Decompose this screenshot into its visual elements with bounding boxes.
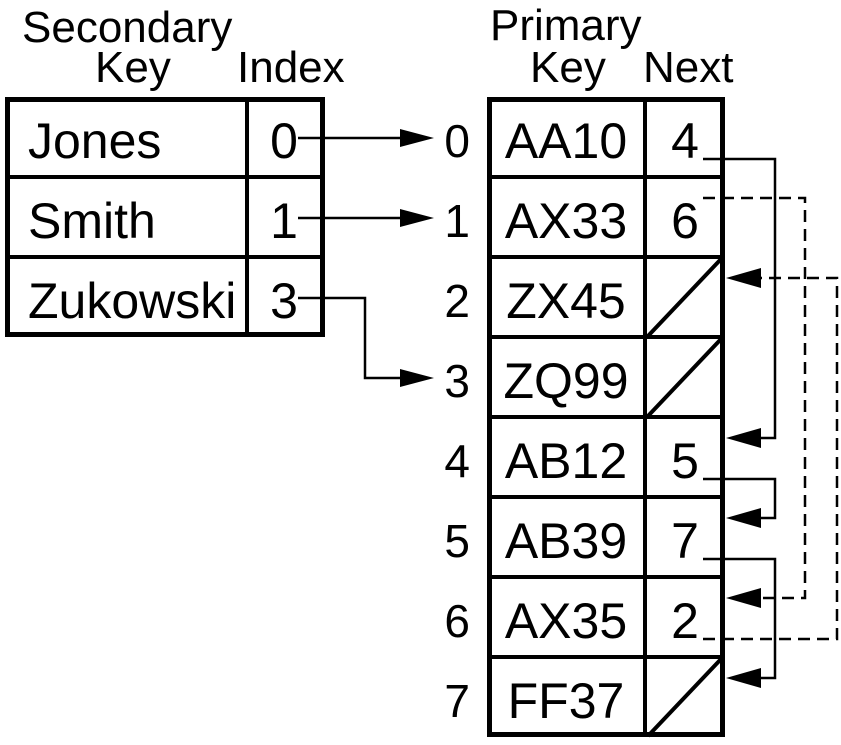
next-pointer-line	[703, 477, 777, 520]
primary-key-cell: ZX45	[506, 273, 626, 329]
row-label: 7	[444, 675, 470, 727]
next-cell: 6	[671, 193, 699, 249]
index-cell: 0	[270, 113, 298, 169]
arrowhead	[400, 129, 434, 147]
next-pointer-line	[703, 196, 807, 600]
row-label: 0	[444, 115, 470, 167]
arrowhead	[726, 508, 761, 528]
primary-table-border	[487, 97, 725, 737]
next-pointer-line	[703, 276, 839, 641]
primary-key-cell: AX35	[505, 593, 627, 649]
next-cell: 2	[671, 593, 699, 649]
primary-key-cell: AA10	[505, 113, 627, 169]
row-label: 3	[444, 355, 470, 407]
index-cell: 3	[270, 273, 298, 329]
primary-key-column-header: Key	[530, 43, 606, 92]
primary-next-column-header: Next	[643, 43, 733, 92]
next-pointer-line	[703, 157, 777, 440]
next-pointer-line	[703, 557, 777, 680]
secondary-key-cell: Jones	[28, 113, 161, 169]
primary-key-cell: AX33	[505, 193, 627, 249]
arrowhead	[726, 428, 761, 448]
index-pointer-line	[298, 296, 400, 380]
secondary-index-column-header: Index	[237, 43, 345, 92]
arrowhead	[726, 668, 761, 688]
secondary-key-column-header: Key	[95, 43, 171, 92]
null-pointer-slash	[646, 256, 724, 338]
row-label: 1	[444, 195, 470, 247]
primary-key-cell: AB12	[505, 433, 627, 489]
arrowhead	[400, 369, 434, 387]
row-label: 6	[444, 595, 470, 647]
primary-table-title: Primary	[490, 1, 642, 50]
arrowhead	[726, 588, 761, 608]
row-label: 5	[444, 515, 470, 567]
secondary-key-cell: Zukowski	[28, 273, 236, 329]
primary-key-cell: FF37	[508, 673, 625, 729]
pointer-arrows-layer	[298, 129, 839, 688]
row-label: 2	[444, 275, 470, 327]
index-cell: 1	[270, 193, 298, 249]
row-label: 4	[444, 435, 470, 487]
null-pointer-slash	[646, 336, 724, 418]
null-pointer-slash	[646, 656, 724, 738]
secondary-key-cell: Smith	[28, 193, 156, 249]
arrowhead	[400, 209, 434, 227]
primary-key-cell: ZQ99	[503, 353, 628, 409]
arrowhead	[726, 268, 761, 288]
secondary-table-title: Secondary	[22, 3, 232, 52]
primary-key-cell: AB39	[505, 513, 627, 569]
next-cell: 4	[671, 113, 699, 169]
next-cell: 7	[671, 513, 699, 569]
next-cell: 5	[671, 433, 699, 489]
